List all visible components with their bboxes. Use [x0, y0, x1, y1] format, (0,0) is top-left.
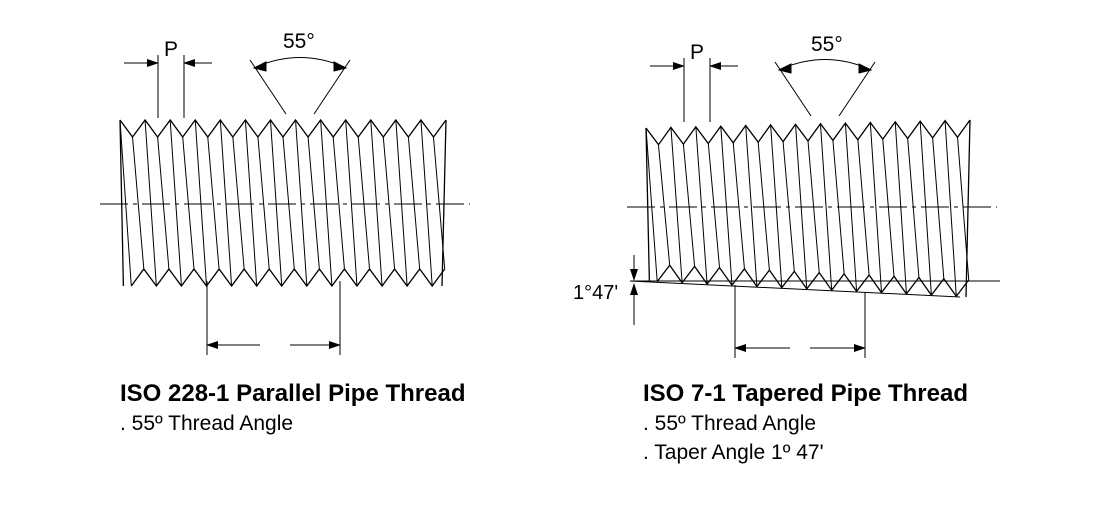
tapered-pitch-dimension — [650, 58, 738, 122]
thread-root-helix-line — [207, 136, 220, 270]
tapered-thread-figure: P 55° 1°47' — [573, 33, 1000, 358]
thread-crest-helix-line — [269, 119, 283, 287]
thread-left-end — [119, 119, 125, 287]
parallel-angle-label: 55° — [283, 30, 315, 53]
thread-crest-helix-line — [944, 120, 957, 297]
thread-crest-helix-line — [219, 119, 233, 287]
thread-crest-helix-line — [819, 123, 833, 291]
thread-root-helix-line — [682, 144, 696, 267]
thread-crest-helix-line — [720, 126, 733, 286]
thread-crest-helix-line — [645, 127, 658, 282]
thread-crest-helix-line — [695, 126, 708, 285]
thread-root-helix-line — [307, 136, 320, 270]
thread-root-helix-line — [257, 136, 270, 270]
thread-crest-helix-line — [244, 119, 258, 287]
thread-root-helix-line — [182, 136, 195, 270]
thread-bottom-profile — [130, 267, 446, 288]
thread-crest-helix-line — [869, 122, 883, 293]
thread-crest-helix-line — [770, 124, 783, 288]
parallel-thread-profile — [119, 118, 447, 288]
thread-root-helix-line — [382, 136, 396, 270]
parallel-thread-bullet-angle: . 55º Thread Angle — [120, 412, 294, 435]
thread-crest-helix-line — [919, 121, 932, 296]
thread-crest-helix-line — [420, 119, 433, 287]
tapered-thread-bullet-taper: . Taper Angle 1º 47' — [643, 441, 824, 464]
taper-reference-lines — [629, 255, 1000, 325]
thread-root-helix-line — [432, 136, 446, 270]
parallel-pitch-dimension — [124, 55, 212, 118]
tapered-pitch-label: P — [690, 41, 704, 64]
thread-crest-helix-line — [119, 119, 132, 287]
parallel-thread-figure: P 55° — [100, 30, 470, 355]
thread-root-helix-line — [232, 136, 245, 270]
parallel-pitch-label: P — [164, 38, 178, 61]
thread-root-helix-line — [332, 136, 345, 270]
thread-crest-helix-line — [320, 119, 333, 287]
tapered-angle-label: 55° — [811, 33, 843, 56]
thread-crest-helix-line — [345, 119, 358, 287]
thread-root-helix-line — [657, 144, 671, 266]
tapered-thread-profile — [645, 119, 971, 298]
thread-crest-helix-line — [370, 119, 383, 287]
thread-crest-helix-line — [144, 119, 157, 287]
parallel-angle-dimension — [249, 57, 351, 115]
thread-left-end — [645, 127, 651, 282]
thread-crest-helix-line — [670, 127, 683, 283]
thread-crest-helix-line — [194, 119, 208, 287]
thread-crest-helix-line — [295, 119, 308, 287]
thread-root-helix-line — [782, 141, 795, 272]
thread-root-helix-line — [732, 142, 745, 269]
thread-root-helix-line — [882, 139, 895, 277]
tapered-thread-title: ISO 7-1 Tapered Pipe Thread — [643, 380, 968, 407]
tapered-length-dimension — [734, 285, 866, 358]
parallel-length-dimension — [206, 281, 341, 355]
thread-root-helix-line — [957, 137, 970, 280]
thread-right-end — [965, 119, 971, 298]
thread-root-helix-line — [282, 136, 295, 270]
thread-right-end — [441, 119, 447, 287]
thread-root-helix-line — [907, 138, 920, 278]
thread-root-helix-line — [157, 136, 170, 270]
thread-root-helix-line — [407, 136, 421, 270]
parallel-thread-title: ISO 228-1 Parallel Pipe Thread — [120, 380, 466, 407]
thread-crest-helix-line — [745, 125, 758, 287]
thread-root-helix-line — [357, 136, 371, 270]
thread-root-helix-line — [707, 143, 721, 268]
thread-crest-helix-line — [169, 119, 182, 287]
tapered-thread-bullet-angle: . 55º Thread Angle — [643, 412, 817, 435]
thread-root-helix-line — [132, 136, 145, 270]
tapered-angle-dimension — [774, 59, 876, 117]
thread-root-helix-line — [757, 142, 770, 271]
thread-crest-helix-line — [395, 119, 408, 287]
thread-crest-helix-line — [894, 121, 907, 294]
thread-root-helix-line — [932, 137, 945, 279]
taper-angle-label: 1°47' — [573, 282, 618, 304]
